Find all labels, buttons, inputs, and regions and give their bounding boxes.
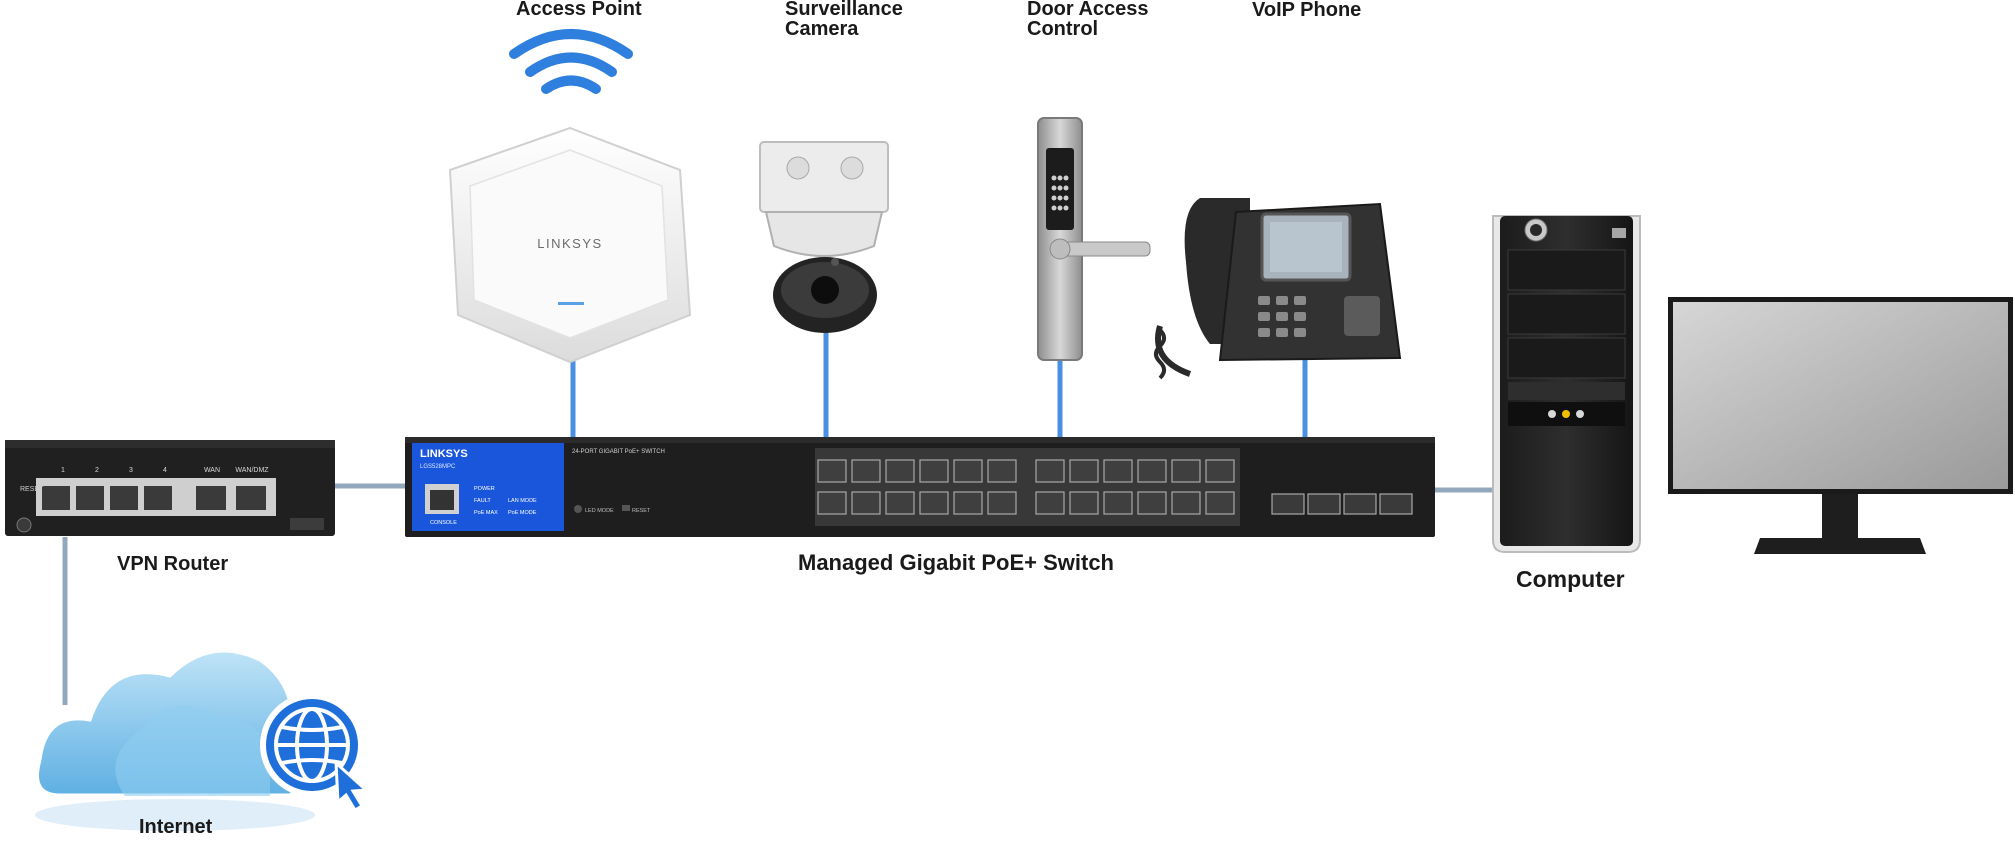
label-surveillance-camera-line2: Camera [785,18,859,40]
cursor-icon [334,759,370,813]
router-port-labels: 1 2 3 4 WAN WAN/DMZ [61,467,269,474]
access-point-device [448,126,692,364]
label-vpn-router: VPN Router [117,553,229,575]
managed-switch-device [405,437,1435,537]
label-access-point: Access Point [516,0,642,20]
label-internet: Internet [139,816,213,838]
switch-status-label: FAULT [474,498,491,504]
switch-console-label: CONSOLE [430,520,457,526]
router-port-label: 2 [95,467,99,474]
switch-status-label: PoE MAX [474,510,498,516]
label-surveillance-camera-line1: Surveillance [785,0,903,20]
monitor-device [1668,297,2013,554]
router-port-label: 4 [163,467,167,474]
door-access-device [1037,117,1151,361]
voip-phone-device [1154,198,1402,380]
router-port-label: 3 [129,467,133,474]
router-port-label: WAN/DMZ [235,467,269,474]
label-voip-phone: VoIP Phone [1252,0,1362,21]
label-door-access-line2: Control [1027,18,1099,40]
label-door-access-line1: Door Access [1027,0,1149,20]
switch-model: LGS528MPC [420,464,456,470]
router-port-label: WAN [204,467,220,474]
router-reset-label: RESET [20,486,44,493]
surveillance-camera-device [759,141,889,333]
switch-caption: 24-PORT GIGABIT PoE+ SWITCH [572,449,665,455]
switch-mode-label: PoE MODE [508,510,537,516]
switch-led-mode-label: LED MODE [585,508,614,514]
connections [62,325,1493,705]
computer-tower-device [1492,215,1641,553]
switch-status-label: POWER [474,486,495,492]
switch-mode-label: LAN MODE [508,498,537,504]
label-managed-switch: Managed Gigabit PoE+ Switch [798,550,1114,575]
label-computer: Computer [1516,566,1625,592]
vpn-router-device [5,440,335,536]
switch-reset-label: RESET [632,508,651,514]
wifi-icon [509,29,633,94]
switch-brand: LINKSYS [420,448,468,460]
access-point-brand: LINKSYS [537,236,602,251]
switch-status-labels: POWER FAULT PoE MAX LAN MODE PoE MODE [474,486,537,516]
cloud-icon [35,649,315,831]
router-port-label: 1 [61,467,65,474]
